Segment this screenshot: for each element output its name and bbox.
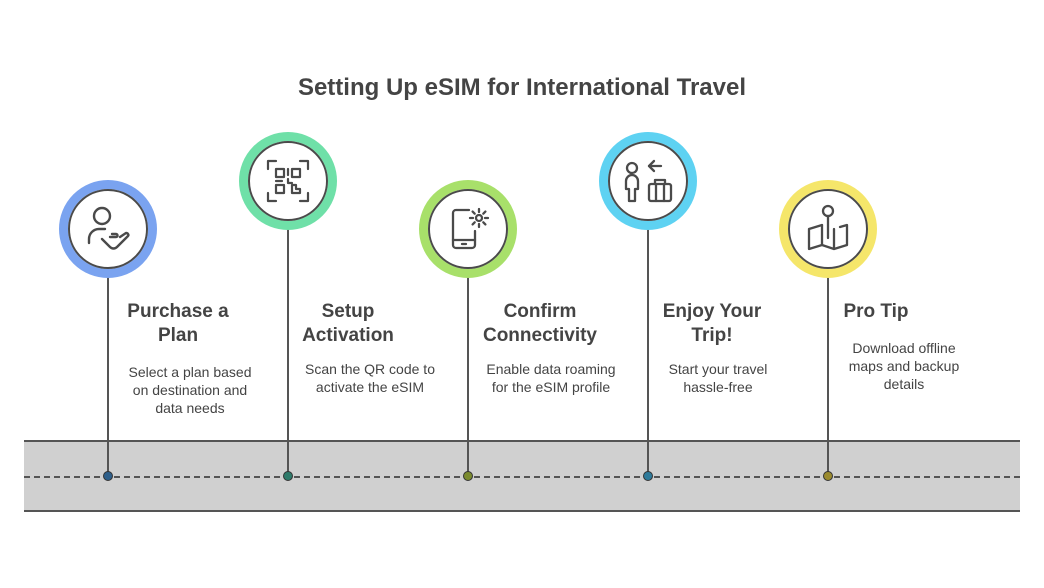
step-dot	[643, 471, 653, 481]
step-stem	[467, 275, 469, 475]
road	[24, 440, 1020, 512]
step-circle	[779, 180, 877, 278]
step-circle	[59, 180, 157, 278]
map-pin-icon	[788, 189, 868, 269]
step-heading: Pro Tip	[843, 301, 909, 322]
step-circle	[599, 132, 697, 230]
person-hand-icon	[68, 189, 148, 269]
road-center-line	[24, 476, 1020, 478]
step-dot	[283, 471, 293, 481]
traveler-luggage-icon	[608, 141, 688, 221]
step-stem	[827, 275, 829, 475]
qr-code-icon	[248, 141, 328, 221]
step-circle	[419, 180, 517, 278]
phone-settings-icon	[428, 189, 508, 269]
step-dot	[823, 471, 833, 481]
step-circle	[239, 132, 337, 230]
diagram-title: Setting Up eSIM for International Travel	[297, 74, 747, 101]
step-stem	[107, 275, 109, 475]
step-stem	[647, 228, 649, 475]
step-stem	[287, 228, 289, 475]
step-dot	[463, 471, 473, 481]
step-dot	[103, 471, 113, 481]
